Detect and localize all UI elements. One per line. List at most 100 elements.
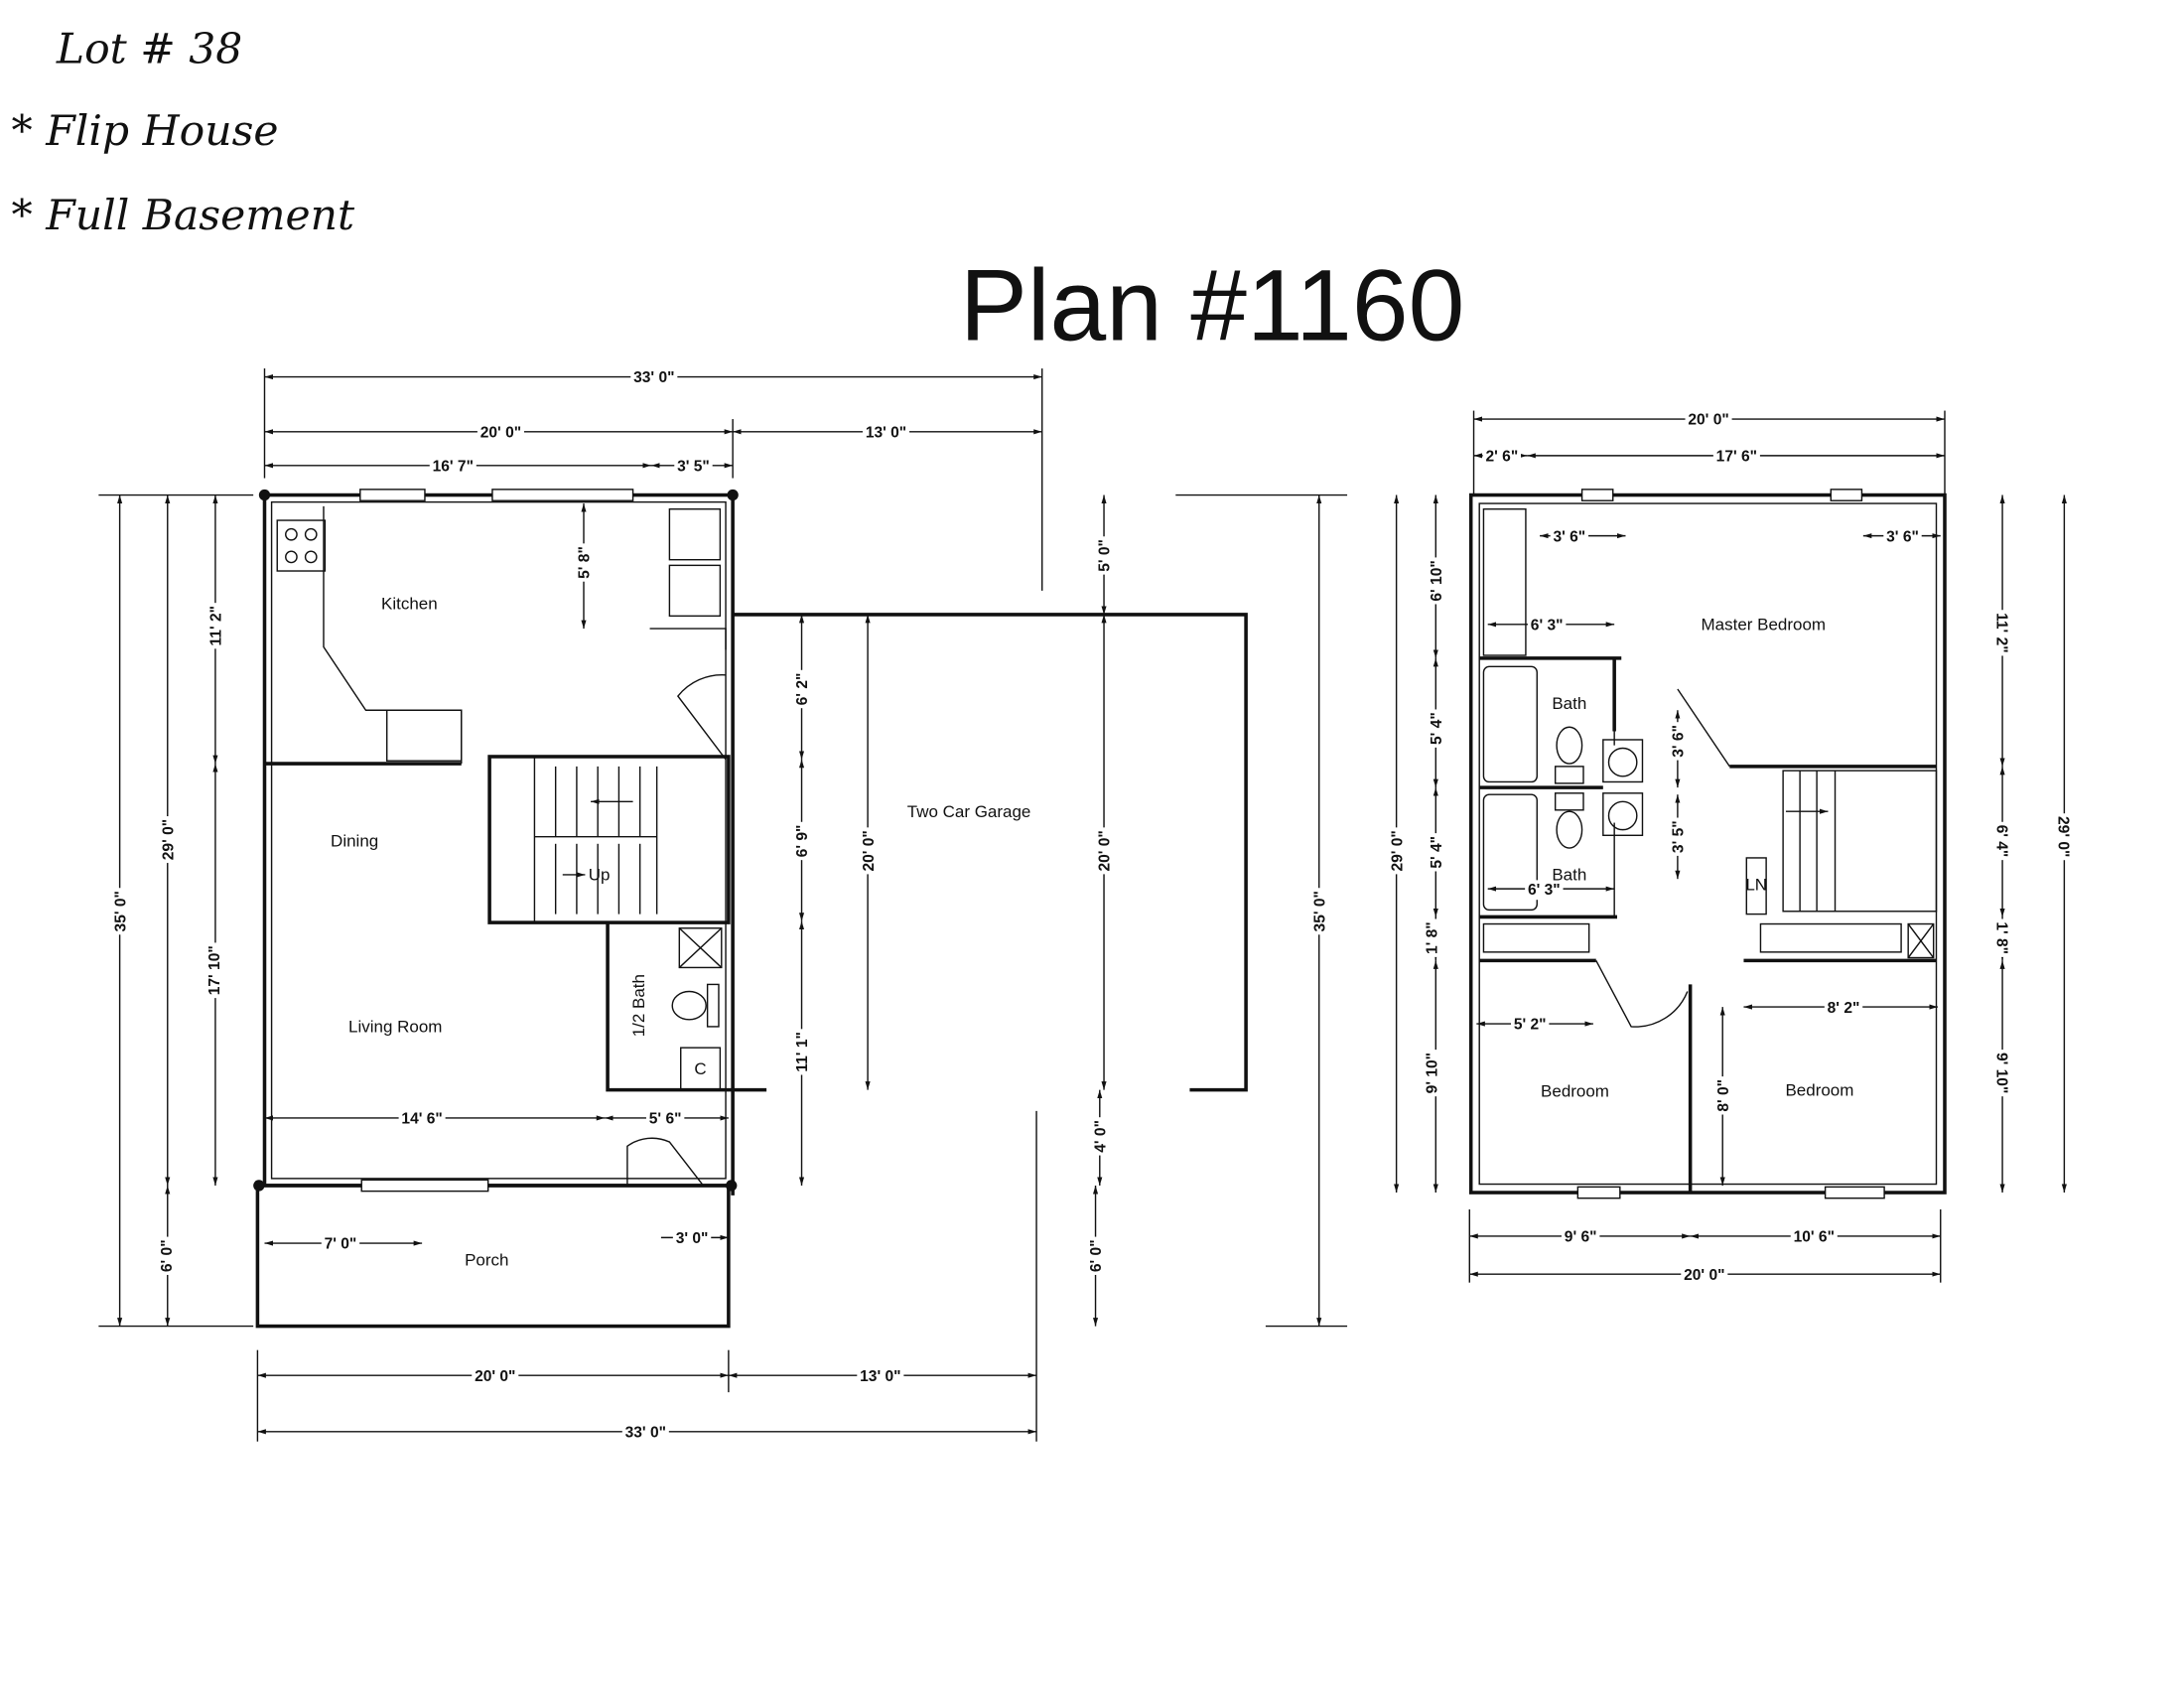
svg-text:6' 0": 6' 0": [159, 1239, 176, 1272]
linen-label: LN: [1745, 876, 1767, 895]
svg-text:35' 0": 35' 0": [1311, 891, 1328, 931]
walls: [253, 489, 1248, 1329]
room-bath-1: Bath: [1552, 694, 1586, 713]
room-kitchen: Kitchen: [381, 594, 438, 613]
dimension-label-background: [1095, 827, 1116, 875]
bathtub-icon-2: [1482, 793, 1538, 912]
staircase: [533, 756, 658, 923]
svg-text:20' 0": 20' 0": [1684, 1267, 1724, 1284]
dimension-label-background: [321, 1234, 360, 1255]
svg-text:17' 10": 17' 10": [206, 945, 223, 995]
svg-text:3' 6": 3' 6": [1671, 725, 1688, 758]
dimension-label-background: [1681, 1265, 1728, 1286]
svg-text:20' 0": 20' 0": [475, 1368, 515, 1385]
svg-text:29' 0": 29' 0": [2055, 816, 2072, 857]
dimension-label-background: [1427, 833, 1447, 872]
dimension-label-background: [2053, 813, 2074, 861]
svg-text:6' 2": 6' 2": [794, 673, 811, 706]
dimension-label-background: [630, 367, 678, 388]
dimension-label-background: [857, 1366, 904, 1387]
dimension-label-background: [1990, 821, 2011, 861]
room-bedroom-1: Bedroom: [1541, 1082, 1609, 1101]
room-bath-2: Bath: [1552, 866, 1586, 885]
refrigerator-icon: [668, 507, 722, 561]
dimension-label-background: [110, 888, 131, 935]
svg-text:2' 6": 2' 6": [1485, 449, 1518, 466]
dimension-label-background: [1095, 536, 1116, 575]
svg-text:20' 0": 20' 0": [480, 424, 521, 441]
dimension-label-background: [621, 1423, 669, 1443]
dimension-label-background: [1713, 1076, 1734, 1115]
dimension-lines: [1394, 410, 2067, 1283]
note-flip-house: * Flip House: [12, 107, 279, 156]
toilet-icon: [671, 990, 707, 1021]
room-labels: Master Bedroom Bath Bath LN Bedroom Bedr…: [1541, 616, 1853, 1101]
dimension-label-background: [672, 1228, 712, 1249]
dimension-label-background: [1091, 1117, 1111, 1156]
svg-text:5' 8": 5' 8": [577, 546, 594, 579]
svg-text:35' 0": 35' 0": [112, 891, 129, 931]
svg-text:7' 0": 7' 0": [325, 1236, 357, 1253]
walls: [1468, 489, 1947, 1199]
svg-text:5' 0": 5' 0": [1097, 539, 1114, 572]
dimension-label-background: [1990, 1050, 2011, 1097]
dimension-label-background: [1550, 526, 1589, 547]
svg-text:5' 6": 5' 6": [649, 1111, 682, 1128]
dimension-labels: 33' 0" 20' 0" 13' 0" 16' 7" 3' 5" 5' 8" …: [110, 367, 1330, 1443]
room-porch: Porch: [465, 1251, 508, 1270]
svg-text:6' 10": 6' 10": [1429, 560, 1445, 601]
svg-text:9' 10": 9' 10": [1425, 1053, 1441, 1093]
svg-text:6' 0": 6' 0": [1088, 1239, 1105, 1272]
dimension-label-background: [477, 423, 524, 443]
svg-text:9' 6": 9' 6": [1565, 1229, 1597, 1246]
svg-text:11' 2": 11' 2": [208, 606, 225, 646]
dimension-label-background: [862, 423, 910, 443]
svg-text:3' 6": 3' 6": [1553, 528, 1585, 545]
dimension-label-background: [645, 1109, 685, 1130]
dimension-label-background: [205, 942, 225, 999]
svg-text:33' 0": 33' 0": [625, 1424, 666, 1441]
note-full-basement: * Full Basement: [12, 192, 355, 240]
dimension-label-background: [1482, 447, 1522, 467]
dimension-label-background: [206, 603, 227, 649]
dimension-label-background: [1527, 616, 1567, 635]
svg-text:8' 0": 8' 0": [1715, 1079, 1732, 1112]
dimension-label-background: [1883, 526, 1922, 547]
room-dining: Dining: [331, 832, 378, 851]
dimension-label-background: [1510, 1015, 1550, 1036]
svg-text:13' 0": 13' 0": [860, 1368, 900, 1385]
svg-text:16' 7": 16' 7": [433, 458, 474, 475]
dimension-label-background: [1712, 447, 1760, 467]
bathtub-icon: [1482, 665, 1538, 783]
dimension-label-background: [1669, 722, 1689, 761]
svg-text:33' 0": 33' 0": [633, 369, 674, 386]
dimension-label-background: [792, 669, 813, 709]
dimension-label-background: [1423, 918, 1443, 957]
dimension-label-background: [1561, 1227, 1600, 1248]
dimension-label-background: [157, 1236, 178, 1275]
svg-text:5' 4": 5' 4": [1429, 712, 1445, 745]
closet-shelves: [1482, 507, 1935, 959]
dimension-label-background: [792, 821, 813, 861]
dimension-label-background: [859, 827, 880, 875]
note-lot-number: Lot # 38: [56, 26, 242, 74]
dimension-label-background: [1525, 880, 1564, 901]
svg-text:13' 0": 13' 0": [866, 424, 906, 441]
room-master-bedroom: Master Bedroom: [1702, 616, 1827, 634]
windows: [1576, 489, 1885, 1199]
dimension-label-background: [472, 1366, 519, 1387]
stove-icon: [276, 519, 327, 572]
dimension-label-background: [1685, 410, 1732, 431]
dimension-label-background: [575, 543, 596, 582]
dimension-lines: [98, 368, 1348, 1442]
closet-x: [678, 927, 723, 969]
room-half-bath: 1/2 Bath: [629, 974, 648, 1037]
room-bedroom-2: Bedroom: [1785, 1080, 1853, 1099]
svg-text:4' 0": 4' 0": [1092, 1120, 1109, 1153]
svg-text:20' 0": 20' 0": [861, 830, 878, 871]
svg-text:6' 4": 6' 4": [1992, 825, 2009, 858]
dimension-label-background: [1423, 1050, 1443, 1097]
dimension-label-background: [1427, 709, 1447, 748]
staircase: [1782, 770, 1938, 913]
